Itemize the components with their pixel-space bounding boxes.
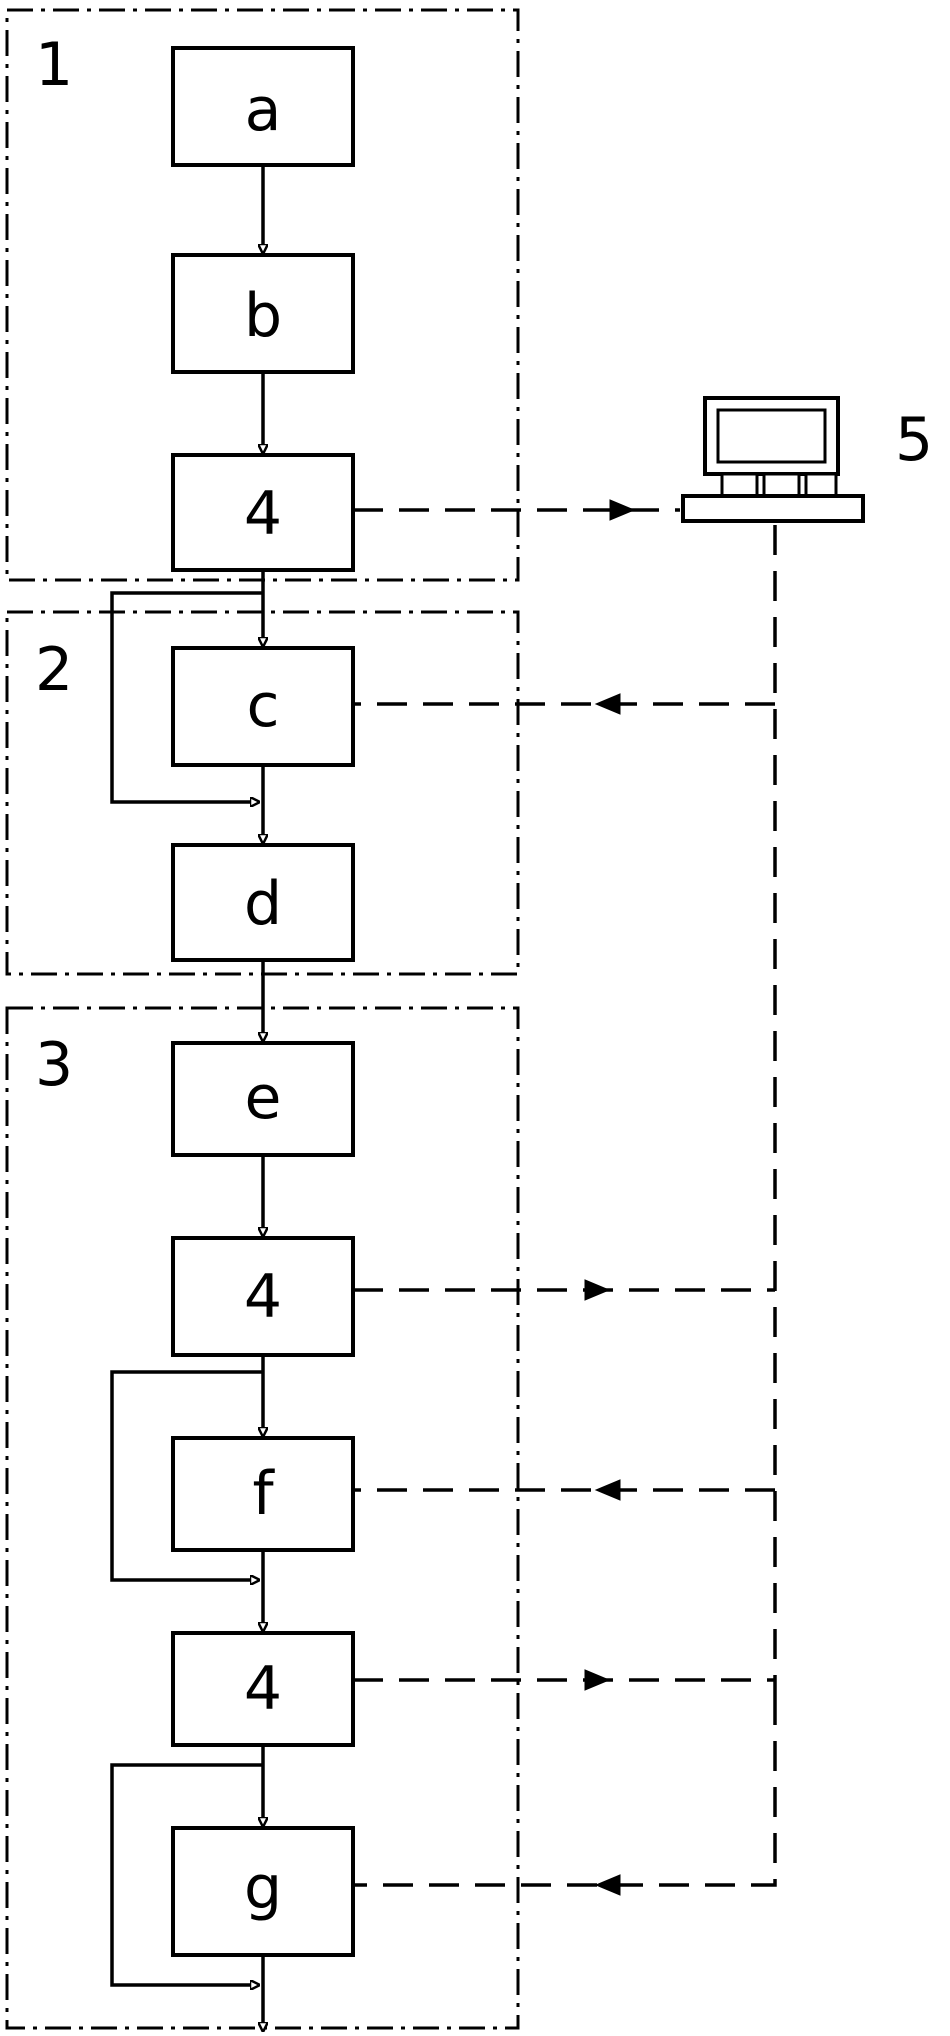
bypass-loops: [110, 591, 263, 1985]
box-label-g: g: [244, 1853, 282, 1923]
computer-icon: [681, 396, 865, 523]
box-label-f: f: [252, 1459, 275, 1529]
region-label-2: 2: [35, 635, 73, 705]
box-4-third: 4: [171, 1631, 355, 1747]
computer-label: 5: [895, 405, 933, 475]
box-b: b: [171, 253, 355, 374]
box-f: f: [171, 1436, 355, 1552]
region-label-1: 1: [35, 30, 73, 100]
box-e: e: [171, 1041, 355, 1157]
box-d: d: [171, 843, 355, 962]
box-4-first: 4: [171, 453, 355, 572]
box-g: g: [171, 1826, 355, 1957]
box-label-d: d: [244, 869, 282, 939]
box-c: c: [171, 646, 355, 767]
box-label-4-second: 4: [244, 1262, 282, 1332]
box-label-a: a: [245, 75, 282, 145]
box-a: a: [171, 46, 355, 167]
box-label-4-first: 4: [244, 479, 282, 549]
box-label-e: e: [245, 1063, 282, 1133]
box-label-c: c: [247, 671, 280, 741]
box-label-4-third: 4: [244, 1654, 282, 1724]
region-label-3: 3: [35, 1030, 73, 1100]
box-4-second: 4: [171, 1236, 355, 1357]
signal-lines: [353, 499, 777, 1896]
box-label-b: b: [244, 281, 282, 351]
